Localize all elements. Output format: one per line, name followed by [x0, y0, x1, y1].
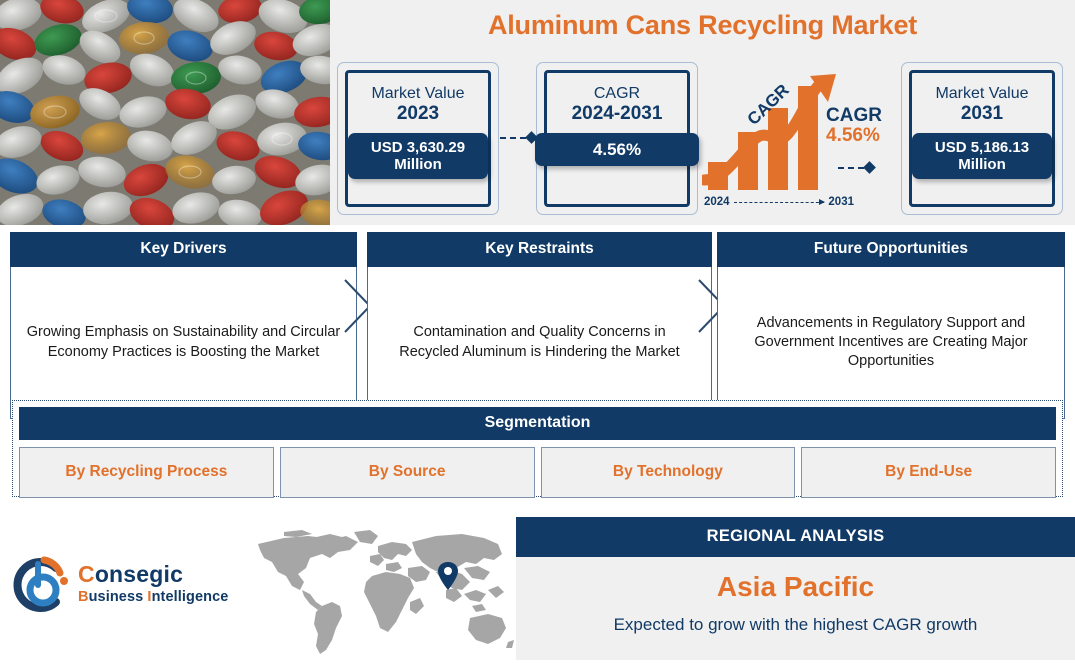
chart-bar-3 — [768, 108, 788, 190]
metric-year: 2031 — [960, 102, 1004, 124]
metric-card-market-value-2031: Market Value 2031 USD 5,186.13 Million — [901, 62, 1063, 215]
chart-axis-end: 2031 — [828, 196, 854, 208]
brand-tagline-lead-i: I — [147, 589, 152, 606]
regional-analysis-region: Asia Pacific — [716, 571, 875, 602]
brand-text: Consegic Business Intelligence — [78, 563, 228, 606]
regional-analysis-subtitle: Expected to grow with the highest CAGR g… — [613, 615, 978, 634]
chart-arrow-head — [810, 74, 836, 102]
regional-analysis-panel: REGIONAL ANALYSIS Asia Pacific Expected … — [516, 517, 1075, 660]
panel-key-drivers: Key Drivers Growing Emphasis on Sustaina… — [10, 232, 357, 419]
panel-text: Growing Emphasis on Sustainability and C… — [10, 267, 357, 419]
brand-name-lead: C — [78, 561, 95, 588]
brand-tagline-rest: ntelligence — [151, 589, 229, 606]
world-map-graphic — [258, 530, 514, 654]
metric-card-inner: Market Value 2023 USD 3,630.29 Million — [345, 70, 491, 207]
brand-name: Consegic — [78, 563, 228, 586]
aluminum-cans-photo — [0, 0, 330, 225]
panel-key-restraints: Key Restraints Contamination and Quality… — [367, 232, 712, 419]
metric-card-inner: CAGR 2024-2031 4.56% — [535, 70, 699, 207]
metric-label: Market Value — [935, 85, 1029, 102]
metric-value-badge: USD 5,186.13 Million — [912, 132, 1052, 180]
map-location-pin — [438, 562, 458, 590]
segmentation-row: By Recycling Process By Source By Techno… — [19, 447, 1056, 498]
segmentation-section: Segmentation By Recycling Process By Sou… — [12, 400, 1063, 498]
brand-tagline: Business Intelligence — [78, 589, 228, 606]
segment-item-end-use[interactable]: By End-Use — [801, 447, 1056, 498]
metric-card-inner: Market Value 2031 USD 5,186.13 Million — [909, 70, 1055, 207]
chart-graphic: CAGR — [698, 74, 836, 190]
consegic-logo-icon — [13, 556, 68, 612]
metric-label: Market Value — [371, 85, 465, 102]
metric-value-badge: USD 3,630.29 Million — [348, 132, 488, 180]
metric-card-market-value-2023: Market Value 2023 USD 3,630.29 Million — [337, 62, 499, 215]
brand-logo: Consegic Business Intelligence — [10, 545, 240, 625]
metric-label: CAGR — [593, 85, 641, 102]
brand-tagline-lead-b: B — [78, 589, 89, 606]
metric-value-badge: 4.56% — [535, 132, 699, 167]
panel-text: Advancements in Regulatory Support and G… — [717, 267, 1065, 419]
world-map — [250, 528, 515, 658]
brand-tagline-mid: usiness — [88, 589, 148, 606]
segment-item-source[interactable]: By Source — [279, 447, 535, 498]
page-title: Aluminum Cans Recycling Market — [487, 10, 918, 40]
chart-cagr-callout: CAGR 4.56% — [826, 106, 882, 147]
cans-photo-graphic — [0, 0, 330, 225]
panel-heading: Key Drivers — [10, 232, 357, 267]
header-band: Aluminum Cans Recycling Market Market Va… — [0, 0, 1075, 225]
chart-axis-years: 2024 2031 — [704, 196, 854, 208]
segment-item-recycling-process[interactable]: By Recycling Process — [19, 447, 274, 498]
chart-cagr-value: 4.56% — [826, 125, 880, 146]
chart-axis-start: 2024 — [704, 196, 730, 208]
chart-axis-arrow — [733, 199, 826, 205]
cagr-growth-chart: CAGR CAGR 4.56% 2024 2031 — [698, 70, 898, 218]
panel-heading: Key Restraints — [367, 232, 712, 267]
chart-cagr-word: CAGR — [826, 105, 882, 126]
chart-growth-curve — [698, 80, 824, 186]
segment-item-technology[interactable]: By Technology — [540, 447, 796, 498]
regional-analysis-heading: REGIONAL ANALYSIS — [516, 517, 1075, 557]
brand-name-rest: onsegic — [94, 561, 184, 588]
connector-dashed-1 — [500, 131, 538, 144]
metric-card-cagr: CAGR 2024-2031 4.56% — [535, 62, 699, 215]
panel-text: Contamination and Quality Concerns in Re… — [367, 267, 712, 419]
segmentation-heading: Segmentation — [19, 407, 1056, 440]
dashed-line — [838, 166, 864, 169]
panel-future-opportunities: Future Opportunities Advancements in Reg… — [717, 232, 1065, 419]
dashed-line — [500, 136, 526, 139]
metric-year: 2023 — [396, 102, 440, 124]
connector-dashed-2 — [838, 161, 876, 174]
diamond-marker — [863, 161, 876, 174]
panel-heading: Future Opportunities — [717, 232, 1065, 267]
metric-year: 2024-2031 — [571, 102, 663, 124]
